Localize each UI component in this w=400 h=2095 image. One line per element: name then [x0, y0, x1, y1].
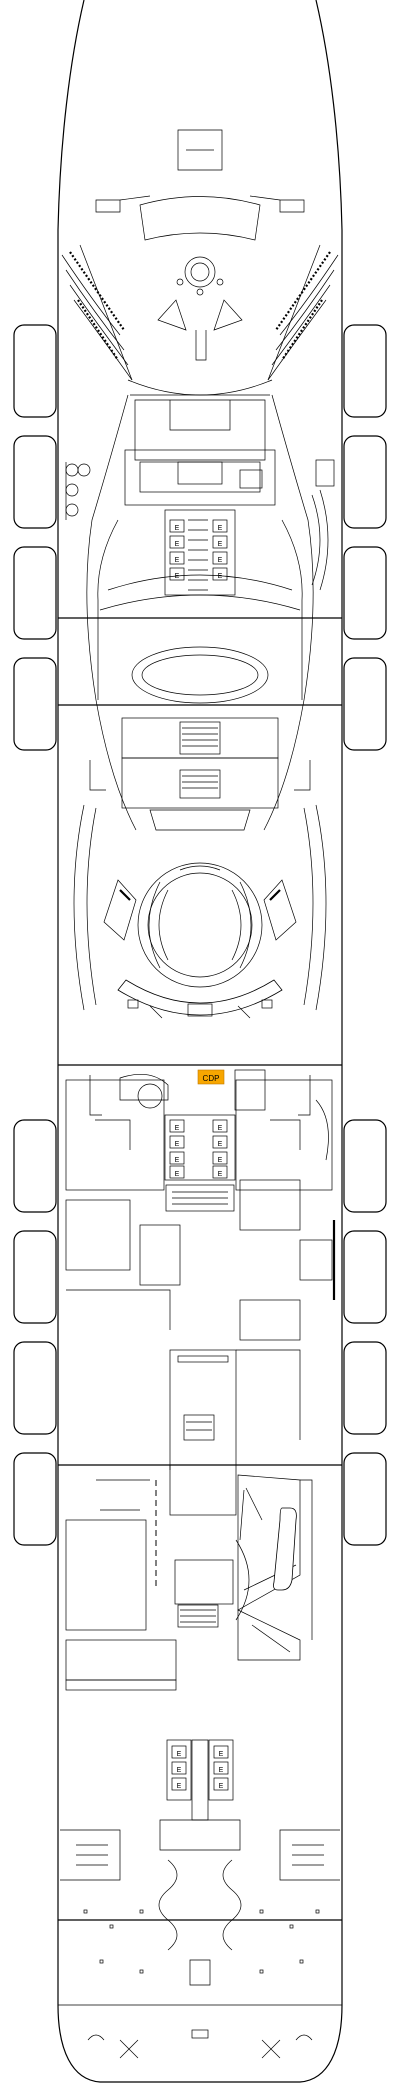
lifeboat-port-3	[13, 546, 57, 640]
lifeboat-stbd-5	[343, 1119, 387, 1213]
elevator-label: E	[218, 573, 223, 580]
lifeboat-port-7	[13, 1341, 57, 1435]
lifeboat-port-8	[13, 1452, 57, 1546]
elevator-label: E	[177, 1767, 182, 1774]
lifeboat-port-5	[13, 1119, 57, 1213]
cdp-section	[89, 1069, 311, 1116]
elevator-bank-mid	[164, 1114, 236, 1181]
elevator-label: E	[177, 1751, 182, 1758]
lifeboat-stbd-2	[343, 435, 387, 529]
theater	[61, 129, 339, 396]
elevator-label: E	[175, 1125, 180, 1132]
lifeboats	[13, 324, 387, 1546]
elevator-label: E	[175, 557, 180, 564]
lifeboat-port-4	[13, 657, 57, 751]
stern	[58, 1819, 342, 2059]
elevator-label: E	[175, 1157, 180, 1164]
elevator-label: E	[219, 1751, 224, 1758]
lifeboat-stbd-6	[343, 1230, 387, 1324]
elevator-label: E	[218, 525, 223, 532]
elevator-label: E	[175, 1171, 180, 1178]
cdp-marker-bg	[197, 1069, 225, 1085]
elevator-label: E	[175, 525, 180, 532]
cdp-marker-label: CDP	[203, 1074, 220, 1083]
hull	[57, 0, 343, 2083]
lifeboat-stbd-1	[343, 324, 387, 418]
elevator-label: E	[219, 1783, 224, 1790]
round-lounge	[103, 862, 297, 1019]
elevator-label: E	[175, 1141, 180, 1148]
elevator-labels: E E E E E E E E E E E E E E E E E E E E …	[175, 525, 224, 1790]
elevator-label: E	[175, 573, 180, 580]
elevator-label: E	[218, 1141, 223, 1148]
elevator-label: E	[218, 1157, 223, 1164]
elevator-label: E	[218, 1125, 223, 1132]
upper-midship	[65, 394, 335, 831]
lifeboat-port-1	[13, 324, 57, 418]
lifeboat-stbd-3	[343, 546, 387, 640]
elevator-label: E	[218, 541, 223, 548]
lifeboat-port-6	[13, 1230, 57, 1324]
stern-posts	[83, 1909, 320, 1974]
elevator-label: E	[218, 1171, 223, 1178]
mid-aft-rooms	[65, 1079, 336, 1516]
midship	[73, 717, 327, 1011]
lifeboat-stbd-8	[343, 1452, 387, 1546]
elevator-label: E	[177, 1783, 182, 1790]
elevator-label: E	[218, 557, 223, 564]
aft-lounge	[62, 1414, 313, 1691]
elevator-label: E	[175, 541, 180, 548]
elevator-label: E	[219, 1767, 224, 1774]
lifeboat-port-2	[13, 435, 57, 529]
lifeboat-stbd-7	[343, 1341, 387, 1435]
cdp-marker[interactable]: CDP	[197, 1069, 225, 1085]
lifeboat-stbd-4	[343, 657, 387, 751]
